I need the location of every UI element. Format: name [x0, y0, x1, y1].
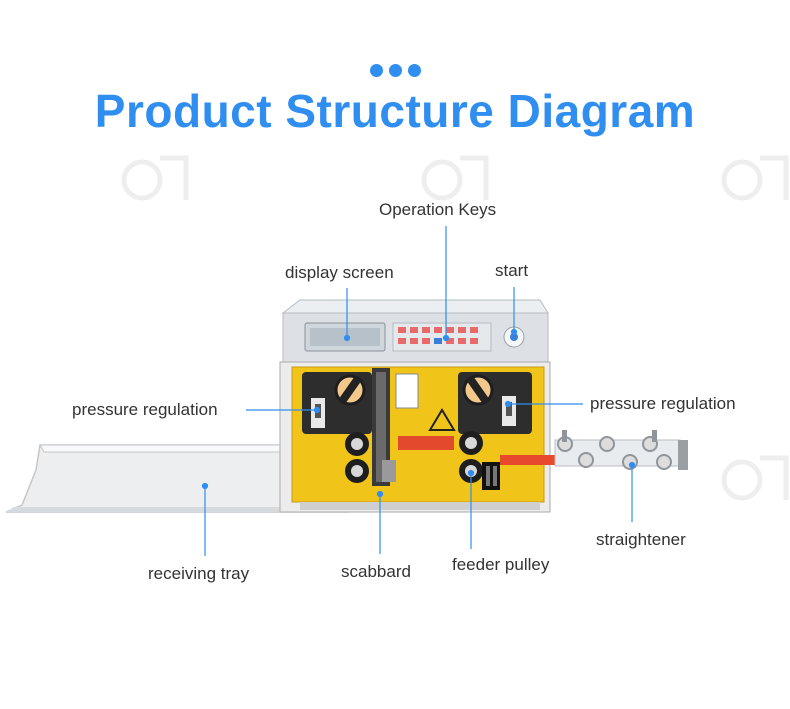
leader-dot: [201, 482, 209, 490]
leader-dot: [628, 461, 636, 469]
leader-dot: [313, 406, 321, 414]
pressure-regulator-right-shape: [458, 372, 532, 434]
leader-dot: [343, 334, 351, 342]
page-title: Product Structure Diagram: [94, 85, 696, 137]
label-receiving-tray: receiving tray: [148, 564, 250, 583]
leader-dot: [504, 400, 512, 408]
label-scabbard: scabbard: [341, 562, 411, 581]
watermark-logo-icon: [721, 455, 789, 501]
leader-dot: [510, 328, 518, 336]
label-pressure-regulation-right: pressure regulation: [590, 394, 736, 413]
operation-keys-shape: [392, 322, 492, 352]
label-start: start: [495, 261, 529, 280]
watermark-logo-icon: [421, 155, 489, 201]
leader-dot: [467, 469, 475, 477]
label-straightener: straightener: [596, 530, 686, 549]
feeder-pulley-shape: [459, 431, 500, 490]
label-operation-keys: Operation Keys: [379, 200, 497, 219]
watermark-logo-icon: [721, 155, 789, 201]
scabbard-shape: [372, 368, 396, 486]
pressure-regulator-left-shape: [302, 372, 372, 434]
label-pressure-regulation-left: pressure regulation: [72, 400, 218, 419]
leader-dot: [376, 490, 384, 498]
roller-left-shape: [345, 432, 369, 483]
leader-dot: [442, 334, 450, 342]
watermark-logo-icon: [121, 155, 189, 201]
label-display-screen: display screen: [285, 263, 394, 282]
straightener-shape: [500, 430, 688, 470]
decorative-dots: [370, 64, 422, 78]
label-feeder-pulley: feeder pulley: [452, 555, 550, 574]
